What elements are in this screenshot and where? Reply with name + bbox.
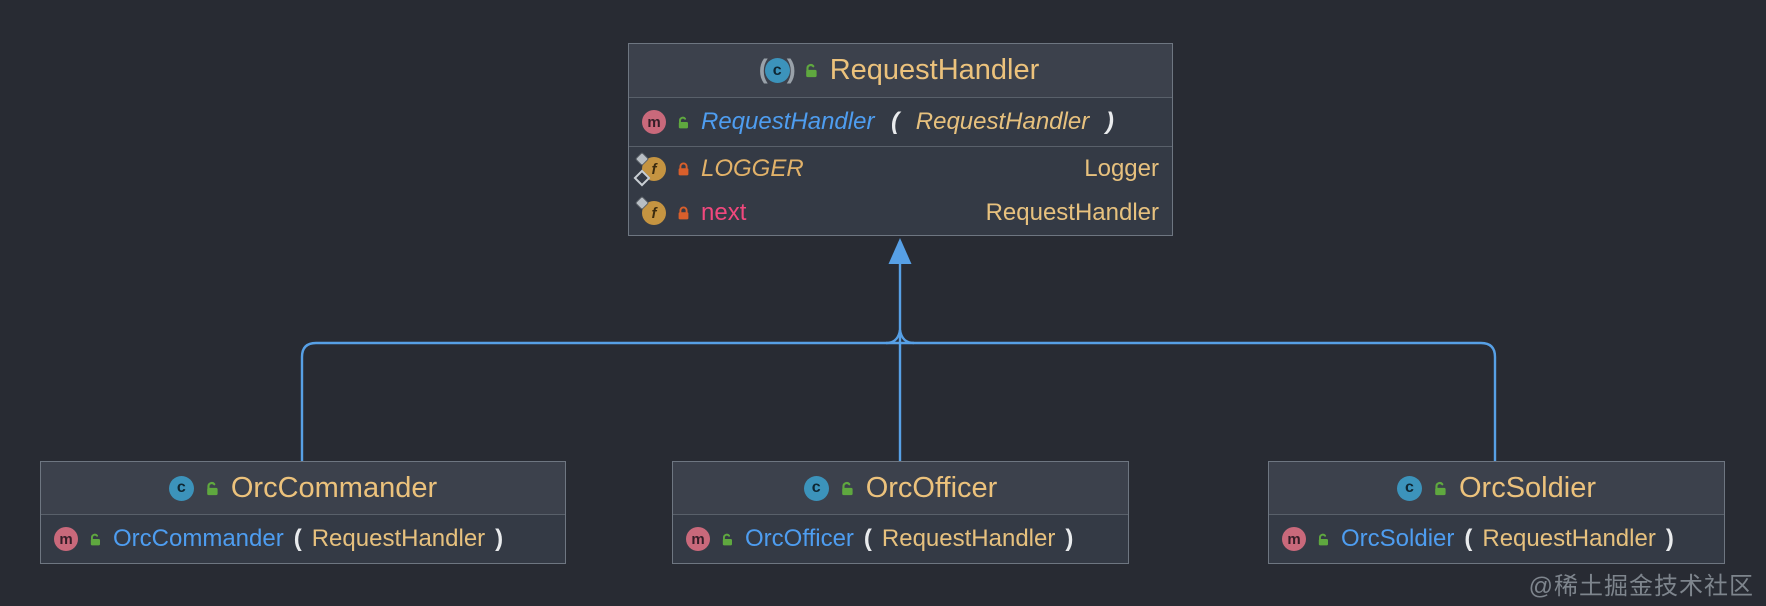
paren-open: ( bbox=[293, 525, 302, 552]
lock-open-icon bbox=[720, 532, 735, 547]
lock-open-icon bbox=[88, 532, 103, 547]
paren-close: ) bbox=[1065, 525, 1074, 552]
abstract-class-icon: ( c ) bbox=[758, 54, 796, 84]
paren-open: ( bbox=[1464, 525, 1473, 552]
class-icon: c bbox=[803, 475, 829, 501]
constructor-name: OrcOfficer bbox=[745, 525, 854, 552]
method-icon: m bbox=[54, 527, 78, 551]
lock-open-icon bbox=[1316, 532, 1331, 547]
constructor-name: OrcCommander bbox=[113, 525, 284, 552]
class-title: OrcCommander bbox=[230, 471, 438, 504]
class-icon: c bbox=[168, 475, 194, 501]
field-icon: f bbox=[633, 151, 666, 187]
class-icon: c bbox=[1397, 475, 1422, 501]
field-icon: f bbox=[634, 195, 666, 225]
inheritance-arrowhead bbox=[888, 238, 912, 264]
class-title: RequestHandler bbox=[829, 54, 1040, 86]
class-box-requesthandler[interactable]: ( c ) RequestHandler m RequestHandler ( … bbox=[628, 43, 1173, 236]
edge-branch-rail[interactable] bbox=[300, 341, 1497, 461]
lock-open-icon bbox=[803, 62, 820, 79]
watermark: @稀土掘金技术社区 bbox=[1528, 573, 1754, 600]
field-name: next bbox=[701, 199, 747, 226]
pin-badge-icon bbox=[634, 195, 650, 211]
pin-badge-icon bbox=[634, 151, 650, 167]
lock-closed-icon bbox=[676, 205, 691, 221]
constructor-name: OrcSoldier bbox=[1341, 525, 1455, 552]
member-row-constructor[interactable]: m RequestHandler ( RequestHandler ) bbox=[629, 97, 1172, 146]
member-row-constructor[interactable]: m OrcSoldier ( RequestHandler) bbox=[1269, 514, 1724, 563]
class-box-orccommander[interactable]: c OrcCommander m OrcCommander ( RequestHan… bbox=[40, 461, 566, 564]
member-row-constructor[interactable]: m OrcCommander ( RequestHandler) bbox=[41, 514, 565, 563]
field-type: RequestHandler bbox=[985, 199, 1159, 226]
class-title: OrcOfficer bbox=[865, 471, 998, 504]
constructor-name: RequestHandler bbox=[701, 108, 875, 135]
constructor-param: RequestHandler bbox=[915, 108, 1090, 135]
class-header-requesthandler[interactable]: ( c ) RequestHandler bbox=[629, 44, 1172, 97]
method-icon: m bbox=[686, 527, 710, 551]
paren-open: ( bbox=[884, 108, 906, 135]
paren-close: ) bbox=[1665, 525, 1674, 552]
lock-open-icon bbox=[1432, 480, 1449, 497]
class-box-orcsoldier[interactable]: c OrcSoldier m OrcSoldier ( RequestHandler… bbox=[1268, 461, 1725, 564]
field-name: LOGGER bbox=[701, 155, 804, 182]
edge-fillet-left bbox=[885, 329, 902, 345]
lock-open-icon bbox=[204, 480, 221, 497]
edge-fillet-right bbox=[898, 329, 915, 345]
lock-open-icon bbox=[676, 115, 691, 130]
method-icon: m bbox=[1282, 527, 1306, 551]
paren-close: ) bbox=[495, 525, 504, 552]
lock-open-icon bbox=[839, 480, 856, 497]
member-row-field-next[interactable]: f next RequestHandler bbox=[629, 191, 1172, 235]
class-header-orccommander[interactable]: c OrcCommander bbox=[41, 462, 565, 514]
method-icon: m bbox=[642, 110, 666, 134]
constructor-param: RequestHandler bbox=[311, 525, 486, 552]
class-title: OrcSoldier bbox=[1459, 471, 1596, 504]
constructor-param: RequestHandler bbox=[881, 525, 1056, 552]
constructor-param: RequestHandler bbox=[1482, 525, 1656, 552]
class-header-orcofficer[interactable]: c OrcOfficer bbox=[673, 462, 1128, 514]
paren-open: ( bbox=[863, 525, 872, 552]
member-row-constructor[interactable]: m OrcOfficer ( RequestHandler) bbox=[673, 514, 1128, 563]
lock-closed-icon bbox=[676, 161, 691, 177]
class-header-orcsoldier[interactable]: c OrcSoldier bbox=[1269, 462, 1724, 514]
member-row-field-logger[interactable]: f LOGGER Logger bbox=[629, 146, 1172, 191]
field-type: Logger bbox=[1084, 155, 1159, 182]
class-box-orcofficer[interactable]: c OrcOfficer m OrcOfficer ( RequestHandler… bbox=[672, 461, 1129, 564]
final-diamond-icon bbox=[633, 169, 651, 187]
paren-close: ) bbox=[1099, 108, 1114, 135]
